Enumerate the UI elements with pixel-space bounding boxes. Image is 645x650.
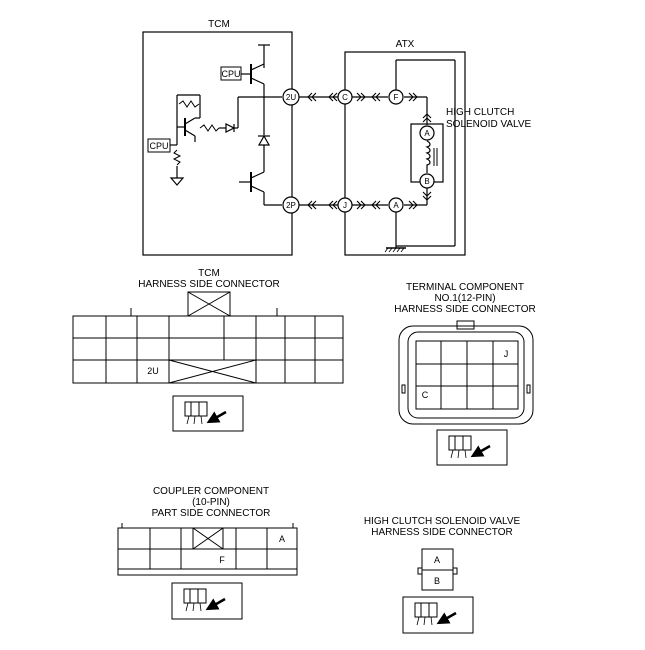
coupler-component-view: COUPLER COMPONENT (10-PIN) PART SIDE CON… bbox=[117, 486, 298, 620]
coupler-title-2: (10-PIN) bbox=[192, 497, 230, 508]
solenoid-coil bbox=[425, 140, 431, 173]
coupler-pin-a: A bbox=[279, 534, 285, 544]
valve-title-line2: SOLENOID VALVE bbox=[446, 119, 532, 130]
valve-b-circle bbox=[419, 173, 435, 189]
solenoid-title-2: HARNESS SIDE CONNECTOR bbox=[371, 527, 513, 538]
connector-f-label: F bbox=[394, 93, 399, 102]
terminal-pin-c: C bbox=[422, 390, 429, 400]
terminal-connector-body bbox=[398, 325, 534, 425]
lower-transistor bbox=[239, 171, 282, 206]
terminal-component-view: TERMINAL COMPONENT NO.1(12-PIN) HARNESS … bbox=[394, 282, 536, 466]
terminal-title-1: TERMINAL COMPONENT bbox=[406, 282, 524, 293]
cpu-left-box bbox=[147, 138, 171, 153]
solenoid-connector-view: HIGH CLUTCH SOLENOID VALVE HARNESS SIDE … bbox=[364, 516, 521, 634]
tcm-connector-plug-icon bbox=[172, 395, 244, 432]
terminal-plug-icon bbox=[436, 429, 508, 466]
cpu-top-label: CPU bbox=[221, 69, 240, 79]
tcm-connector-body bbox=[72, 315, 344, 384]
tcm-connector-view: TCM HARNESS SIDE CONNECTOR 2U bbox=[72, 268, 344, 432]
valve-title-line1: HIGH CLUTCH bbox=[446, 107, 514, 118]
upper-transistor bbox=[241, 44, 270, 97]
terminal-title-3: HARNESS SIDE CONNECTOR bbox=[394, 304, 536, 315]
terminal-pin-j: J bbox=[504, 349, 509, 359]
tcm-connector-title-2: HARNESS SIDE CONNECTOR bbox=[138, 279, 280, 290]
tcm-label: TCM bbox=[208, 19, 230, 30]
valve-b-label: B bbox=[424, 177, 429, 186]
connector-a-bottom-label: A bbox=[393, 201, 399, 210]
connector-chevrons bbox=[307, 92, 432, 210]
terminal-title-2: NO.1(12-PIN) bbox=[434, 293, 495, 304]
atx-box bbox=[344, 51, 466, 256]
schematic: TCM ATX CPU bbox=[142, 19, 532, 256]
driver-network bbox=[169, 94, 238, 186]
coupler-pin-f: F bbox=[219, 555, 225, 565]
terminal-2u-label: 2U bbox=[286, 93, 296, 102]
connector-c-label: C bbox=[342, 93, 348, 102]
diode bbox=[257, 97, 271, 172]
solenoid-pin-a: A bbox=[434, 555, 440, 565]
tcm-box bbox=[142, 31, 293, 256]
coupler-plug-icon bbox=[171, 582, 243, 620]
tcm-connector-pin-2u: 2U bbox=[147, 366, 159, 376]
connector-j-label: J bbox=[343, 201, 347, 210]
terminal-2p-label: 2P bbox=[286, 201, 296, 210]
connector-j-circle bbox=[337, 197, 353, 213]
tcm-connector-title-1: TCM bbox=[198, 268, 220, 279]
coupler-title-1: COUPLER COMPONENT bbox=[153, 486, 269, 497]
solenoid-plug-icon bbox=[402, 596, 474, 634]
valve-a-label: A bbox=[424, 129, 430, 138]
cpu-top-box bbox=[220, 66, 242, 81]
solenoid-title-1: HIGH CLUTCH SOLENOID VALVE bbox=[364, 516, 521, 527]
solenoid-pin-b: B bbox=[434, 576, 440, 586]
connector-c-circle bbox=[337, 89, 353, 105]
atx-label: ATX bbox=[396, 39, 415, 50]
cpu-left-label: CPU bbox=[149, 141, 168, 151]
coupler-title-3: PART SIDE CONNECTOR bbox=[152, 508, 271, 519]
valve-a-circle bbox=[419, 125, 435, 141]
